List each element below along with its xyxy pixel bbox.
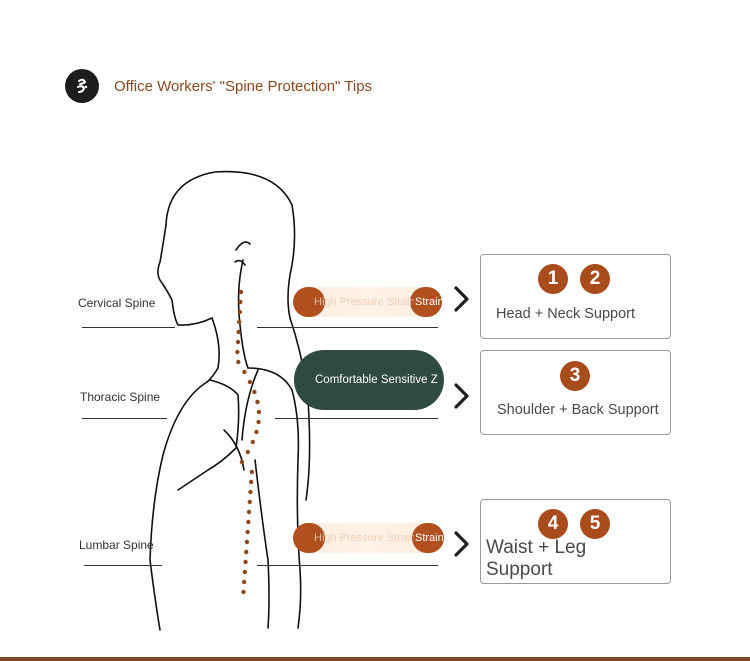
pressure-text-waist: High Pressure Strain: [314, 532, 414, 544]
page-title: Office Workers' "Spine Protection" Tips: [114, 77, 373, 95]
step-badge-5: 5: [580, 509, 610, 539]
label-cervical-spine: Cervical Spine: [78, 296, 156, 310]
spine-dot: [237, 319, 242, 325]
tip-card-label: Waist + Leg Support: [486, 537, 587, 580]
comfort-zone-text: Comfortable Sensitive Z: [315, 374, 438, 386]
spine-dot: [236, 329, 241, 335]
pressure-cap-right-neck: [410, 287, 442, 317]
tip-card-head-neck: 1 2 Head + Neck Support: [480, 254, 671, 339]
pressure-cap-right-waist: [412, 523, 444, 553]
guide-line-thoracic-left: [82, 418, 167, 419]
spine-dot: [241, 589, 246, 595]
tip-card-shoulder-back: 3 Shoulder + Back Support: [480, 350, 671, 435]
step-badge-2: 2: [580, 264, 610, 294]
pressure-text-end-neck: Strain: [415, 296, 444, 308]
spine-dot: [235, 349, 240, 355]
brand-logo: [65, 69, 99, 103]
bottom-accent-bar: [0, 657, 750, 661]
pressure-text-neck: High Pressure Strain: [314, 296, 414, 308]
page-header: Office Workers' "Spine Protection" Tips: [65, 68, 372, 104]
spine-dot: [255, 399, 260, 405]
guide-line-thoracic-right: [275, 418, 438, 419]
spine-dot: [254, 429, 259, 435]
spine-dot: [246, 519, 251, 525]
spine-dot: [238, 289, 244, 295]
spine-dot: [246, 509, 252, 515]
spine-dot: [245, 449, 251, 455]
guide-line-lumbar-left: [84, 565, 162, 566]
spine-dot: [250, 439, 255, 445]
tip-card-label: Head + Neck Support: [496, 306, 636, 322]
spine-dot: [247, 499, 252, 505]
spine-dot: [235, 339, 241, 345]
chevron-right-icon: [454, 531, 469, 557]
spine-dot: [241, 579, 247, 585]
pressure-text-end-waist: Strain: [415, 532, 444, 544]
label-thoracic-spine: Thoracic Spine: [80, 390, 161, 404]
pressure-cap-left-waist: [293, 523, 325, 553]
tip-card-waist-leg: 4 5 Waist + Leg Support: [480, 499, 671, 584]
spine-dot: [242, 569, 248, 575]
spine-dot: [238, 299, 243, 305]
spine-dot: [239, 459, 245, 465]
comfort-zone-pill: Comfortable Sensitive Z: [294, 350, 444, 410]
spine-dot: [248, 489, 253, 495]
tip-card-label: Shoulder + Back Support: [497, 402, 659, 418]
chevron-right-icon: [454, 286, 469, 312]
spine-dot: [237, 309, 242, 315]
spine-dot: [256, 419, 261, 425]
step-badge-3: 3: [560, 361, 590, 391]
chevron-right-icon: [454, 383, 469, 409]
step-badge-1: 1: [538, 264, 568, 294]
spine-dot: [252, 389, 257, 395]
script-glyph-icon: [77, 78, 88, 93]
spine-dot: [247, 379, 253, 385]
pressure-band-neck: [308, 287, 428, 317]
spine-dot: [256, 409, 262, 415]
guide-line-cervical-right: [257, 327, 438, 328]
spine-dot: [236, 359, 241, 365]
guide-line-cervical-left: [82, 327, 175, 328]
spine-dot: [242, 369, 247, 375]
spine-dot: [244, 539, 250, 545]
step-badge-4: 4: [538, 509, 568, 539]
spine-dot: [248, 479, 254, 485]
spine-dot: [244, 549, 249, 555]
spine-dot: [249, 469, 255, 475]
spine-dot: [243, 559, 248, 565]
pressure-cap-left-neck: [293, 287, 325, 317]
label-lumbar-spine: Lumbar Spine: [79, 538, 154, 552]
spine-dot: [245, 529, 250, 535]
pressure-band-waist: [308, 523, 428, 553]
guide-line-lumbar-right: [257, 565, 438, 566]
spine-dots: [235, 289, 262, 595]
